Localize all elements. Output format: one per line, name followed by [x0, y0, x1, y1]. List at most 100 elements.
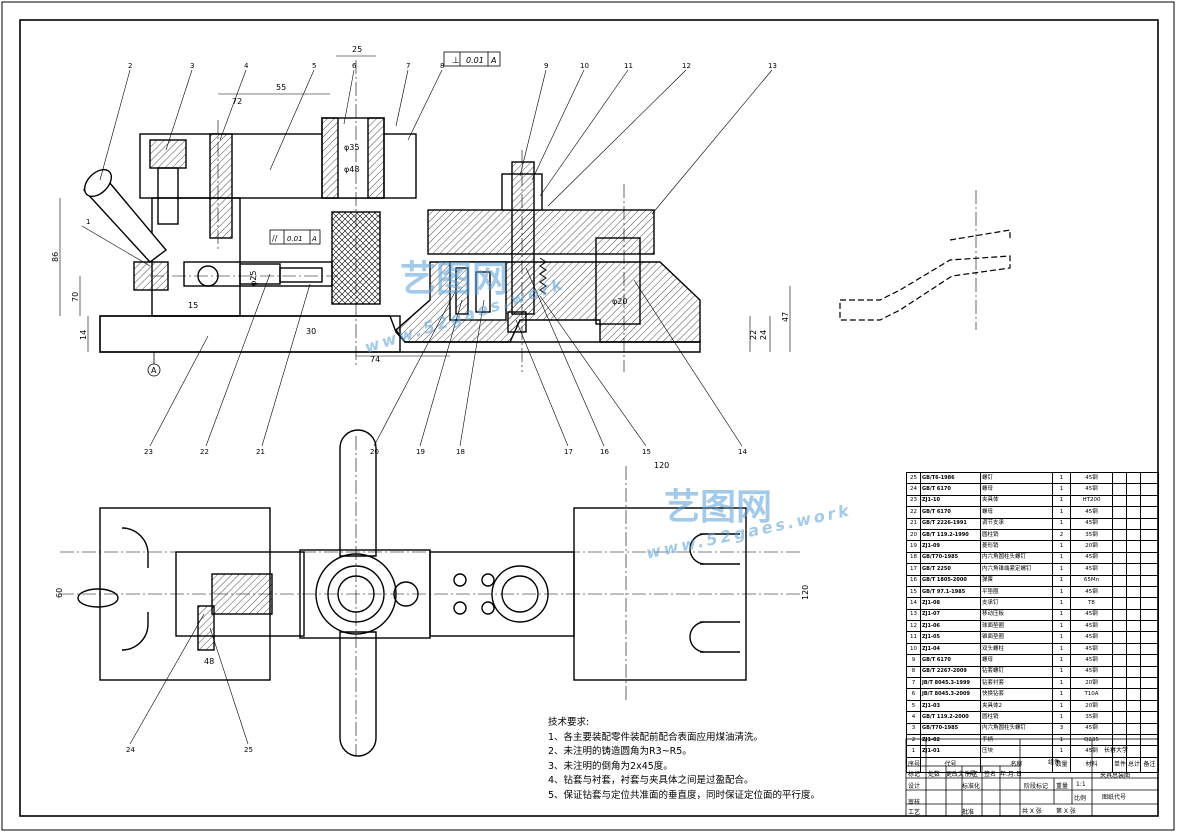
bom-total [1126, 699, 1141, 713]
bom-total [1126, 654, 1141, 667]
bom-no: 6 [906, 688, 921, 701]
bom-code: ZJ1-05 [920, 631, 981, 644]
balloon-10: 10 [580, 62, 589, 70]
dim-70: 70 [71, 292, 80, 302]
dimension-lines-front [59, 55, 791, 357]
bom-remark [1140, 540, 1159, 553]
bom-code: GB/T70-1985 [920, 551, 981, 565]
bom-code: GB/T 6170 [920, 654, 981, 667]
dim-24: 24 [759, 330, 768, 340]
tb-label-process: 工艺 [908, 809, 921, 816]
bom-name: 支承钉 [980, 597, 1053, 610]
tolerance-frame-perpendicularity [443, 51, 501, 67]
bom-material: 45钢 [1070, 665, 1113, 679]
tb-scale: 1:1 [1076, 781, 1086, 788]
balloon-23: 23 [144, 448, 153, 456]
bom-unit [1112, 620, 1127, 633]
bom-code: ZJ1-07 [920, 608, 981, 622]
bom-unit [1112, 574, 1127, 587]
bom-qty: 1 [1052, 574, 1071, 587]
bom-qty: 1 [1052, 631, 1071, 644]
bom-no: 23 [906, 494, 921, 508]
bom-no: 3 [906, 722, 921, 736]
bom-no: 22 [906, 506, 921, 519]
tb-part-label: 组件 [1048, 759, 1061, 766]
bom-code: ZJ1-08 [920, 597, 981, 610]
bom-code: JB/T 8045.3-1999 [920, 677, 981, 690]
bom-material: 45钢 [1070, 654, 1113, 667]
bom-total [1126, 517, 1141, 530]
technical-requirements: 技术要求: 1、各主要装配零件装配前配合表面应用煤油清洗。 2、未注明的铸造圆角… [548, 716, 888, 804]
bom-name: 调节支承 [980, 517, 1053, 530]
tolerance-text-3: A [490, 56, 496, 65]
bom-unit [1112, 665, 1127, 679]
bom-remark [1140, 585, 1159, 599]
dim-20: φ20 [612, 297, 627, 306]
bom-name: 移动压板 [980, 608, 1053, 622]
bom-no: 16 [906, 574, 921, 587]
bom-unit [1112, 517, 1127, 530]
bom-no: 15 [906, 585, 921, 599]
bom-qty: 1 [1052, 494, 1071, 508]
bom-no: 21 [906, 517, 921, 530]
bom-name: 螺母 [980, 483, 1053, 496]
bom-material: 45钢 [1070, 608, 1113, 622]
bom-remark [1140, 506, 1159, 519]
bom-qty: 1 [1052, 540, 1071, 553]
bom-remark [1140, 733, 1159, 747]
bom-total [1126, 677, 1141, 690]
bom-no: 5 [906, 699, 921, 713]
balloon-leaders [81, 69, 773, 745]
bom-total [1126, 471, 1141, 485]
balloon-21: 21 [256, 448, 265, 456]
tb-label-count: 处数 [928, 771, 941, 778]
dim-55: 55 [276, 83, 286, 92]
bom-material: 20钢 [1070, 699, 1113, 713]
bom-code: GB/T 2267-2009 [920, 665, 981, 679]
bom-total [1126, 551, 1141, 565]
bom-unit [1112, 528, 1127, 542]
bom-remark [1140, 597, 1159, 610]
bom-unit [1112, 471, 1127, 485]
tb-label-review: 审核 [908, 799, 921, 806]
bom-name: 圆柱销 [980, 528, 1053, 542]
bom-total [1126, 722, 1141, 736]
balloon-9: 9 [544, 62, 548, 70]
tb-label-approve: 批准 [962, 809, 975, 816]
bom-name: 圆柱销 [980, 711, 1053, 724]
bom-unit [1112, 608, 1127, 622]
balloon-12: 12 [682, 62, 691, 70]
bom-code: GB/T 97.1-1985 [920, 585, 981, 599]
datum-label: A [151, 366, 157, 375]
tb-label-stage: 阶段标记 [1024, 783, 1049, 790]
bom-name: 压块 [980, 745, 1053, 758]
bom-total [1126, 711, 1141, 724]
bom-remark [1140, 722, 1159, 736]
bom-no: 12 [906, 620, 921, 633]
bom-material: 45钢 [1070, 620, 1113, 633]
bom-unit [1112, 711, 1127, 724]
notes-title: 技术要求: [548, 717, 590, 728]
bom-code: JB/T 8045.3-2009 [920, 688, 981, 701]
bom-unit [1112, 597, 1127, 610]
bom-header-row: 序号代号名称数量材料单件总计备注 [906, 756, 1159, 773]
bom-qty: 1 [1052, 699, 1071, 713]
bom-unit [1112, 688, 1127, 701]
tolerance-text-6: A [311, 235, 317, 243]
front-section-view [82, 117, 701, 353]
inner-border [19, 19, 1159, 817]
bom-remark [1140, 642, 1159, 656]
bom-header-cell: 名称 [980, 756, 1053, 773]
dim-120-side: 120 [801, 585, 810, 600]
